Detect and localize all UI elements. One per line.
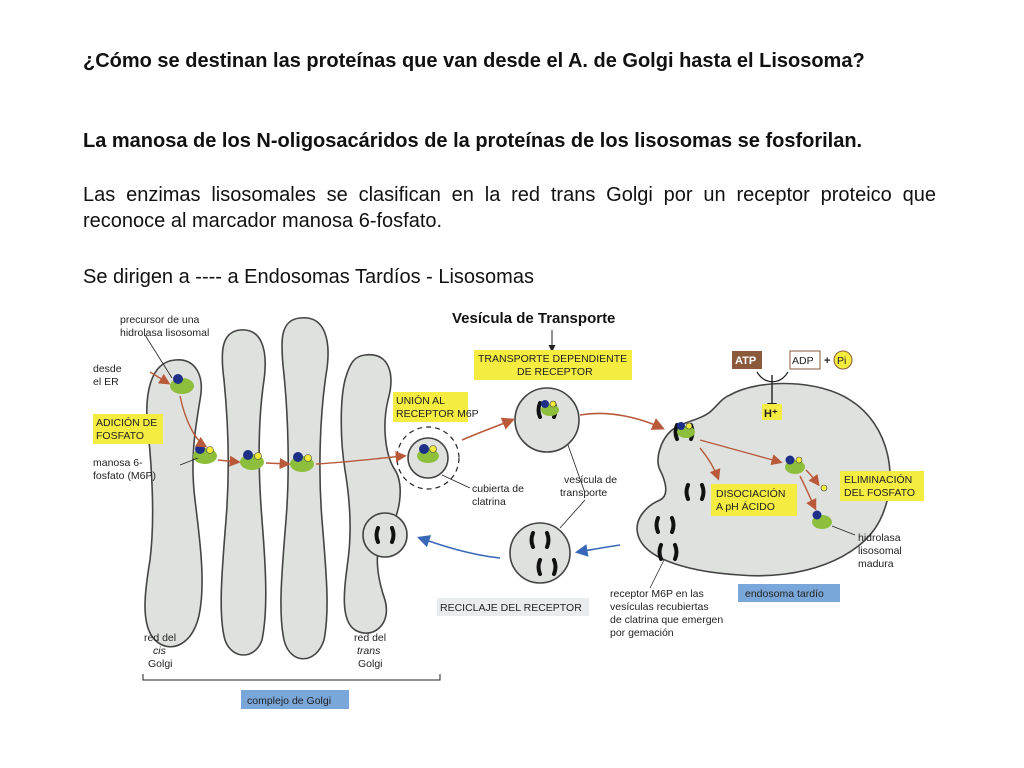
label-trans-1: red del xyxy=(354,632,386,644)
label-eliminacion-1: ELIMINACIÓN xyxy=(844,473,912,486)
label-adicion-2: FOSFATO xyxy=(96,430,144,442)
label-receptor-4: por gemación xyxy=(610,627,674,639)
label-adp: ADP xyxy=(792,355,814,367)
label-eliminacion-2: DEL FOSFATO xyxy=(844,487,915,499)
label-receptor-3: de clatrina que emergen xyxy=(610,614,723,626)
label-reciclaje: RECICLAJE DEL RECEPTOR xyxy=(440,602,582,614)
label-cubierta-2: clatrina xyxy=(472,496,506,508)
slide-subtitle: La manosa de los N-oligosacáridos de la … xyxy=(83,130,863,152)
label-precursor-2: hidrolasa lisosomal xyxy=(120,327,209,339)
label-pi: Pi xyxy=(837,355,846,367)
label-adicion-1: ADICIÓN DE xyxy=(96,416,157,429)
label-manosa-1: manosa 6- xyxy=(93,457,143,469)
label-vesicula-1: vesícula de xyxy=(564,474,617,486)
label-atp: ATP xyxy=(735,355,756,367)
label-desde-1: desde xyxy=(93,363,122,375)
label-vesicula-transporte: Vesícula de Transporte xyxy=(452,310,615,327)
label-trans-3: Golgi xyxy=(358,658,383,670)
label-hidrolasa-1: hidrolasa xyxy=(858,532,901,544)
label-trans-2: trans xyxy=(357,645,381,657)
golgi-cisterna-3 xyxy=(280,317,329,660)
recycled-receptor-vesicle xyxy=(362,512,408,558)
label-receptor-1: receptor M6P en las xyxy=(610,588,704,600)
transport-vesicle xyxy=(514,387,580,453)
golgi-lysosome-diagram: Vesícula de Transporte precursor de una … xyxy=(93,310,924,709)
label-union-1: UNIÓN AL xyxy=(396,394,445,407)
lysosomal-hydrolase-precursors xyxy=(170,374,439,472)
label-transporte-1: TRANSPORTE DEPENDIENTE xyxy=(478,353,627,365)
label-cis-1: red del xyxy=(144,632,176,644)
label-cis-2: cis xyxy=(153,645,167,657)
golgi-complex xyxy=(144,317,460,660)
label-vesicula-2: transporte xyxy=(560,487,607,499)
label-desde-2: el ER xyxy=(93,376,119,388)
label-endosoma: endosoma tardío xyxy=(745,588,824,600)
label-complejo: complejo de Golgi xyxy=(247,695,331,707)
label-hplus: H⁺ xyxy=(764,408,778,420)
label-union-2: RECEPTOR M6P xyxy=(396,408,479,420)
golgi-cisterna-2 xyxy=(220,329,267,656)
label-disociacion-2: A pH ÁCIDO xyxy=(716,500,775,513)
label-hidrolasa-3: madura xyxy=(858,558,894,570)
label-cubierta-1: cubierta de xyxy=(472,483,524,495)
label-plus: + xyxy=(824,355,830,367)
slide-paragraph: Las enzimas lisosomales se clasifican en… xyxy=(83,184,936,232)
slide-title: ¿Cómo se destinan las proteínas que van … xyxy=(83,50,865,72)
golgi-cisterna-trans xyxy=(340,354,401,634)
label-hidrolasa-2: lisosomal xyxy=(858,545,902,557)
slide-destination-text: Se dirigen a ---- a Endosomas Tardíos - … xyxy=(83,266,534,288)
label-cis-3: Golgi xyxy=(148,658,173,670)
label-disociacion-1: DISOCIACIÓN xyxy=(716,487,785,500)
label-transporte-2: DE RECEPTOR xyxy=(517,366,593,378)
label-receptor-2: vesículas recubiertas xyxy=(610,601,709,613)
label-precursor-1: precursor de una xyxy=(120,314,200,326)
label-manosa-2: fosfato (M6P) xyxy=(93,470,156,482)
golgi-cisterna-cis xyxy=(144,359,203,648)
